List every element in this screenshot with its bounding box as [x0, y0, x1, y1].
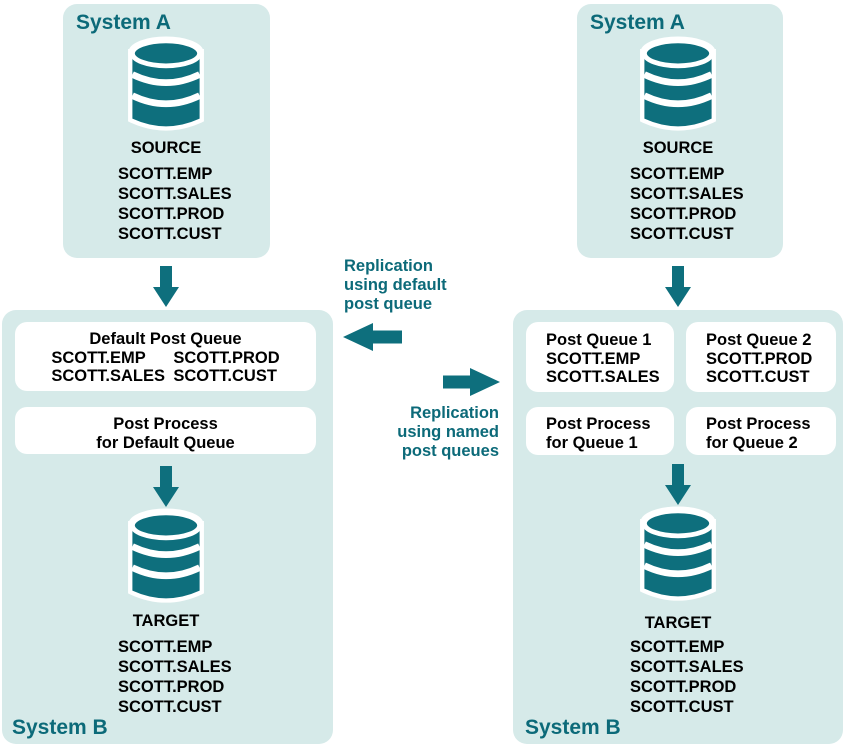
system-b-left-title: System B: [12, 716, 108, 739]
right-arrow-icon: [443, 368, 500, 396]
table-list-item: SCOTT.CUST: [118, 698, 222, 716]
down-arrow-icon: [153, 466, 179, 507]
table-list-item: SCOTT.PROD: [118, 678, 225, 696]
post-process-line: Post Process: [706, 415, 811, 433]
default-post-queue-title: Default Post Queue: [89, 330, 242, 348]
table-list-item: SCOTT.CUST: [630, 225, 734, 243]
table-list-item: SCOTT.EMP: [118, 638, 213, 656]
target-label: TARGET: [644, 614, 712, 632]
table-list-item: SCOTT.SALES: [118, 658, 232, 676]
table-list-item: SCOTT.CUST: [173, 367, 277, 385]
source-table-list: SCOTT.EMP SCOTT.SALES SCOTT.PROD SCOTT.C…: [630, 164, 744, 244]
left-arrow-icon: [343, 323, 402, 351]
target-table-list: SCOTT.EMP SCOTT.SALES SCOTT.PROD SCOTT.C…: [118, 637, 232, 717]
down-arrow-icon: [153, 266, 179, 307]
source-database-icon: [128, 36, 204, 131]
target-database-icon: [128, 508, 204, 603]
post-process-queue-2-box: Post Process for Queue 2: [686, 407, 836, 455]
table-list-item: SCOTT.EMP: [630, 638, 725, 656]
target-database-icon: [640, 506, 716, 601]
label-line: post queue: [344, 295, 433, 313]
label-line: using default: [344, 276, 447, 294]
post-process-line: for Default Queue: [96, 433, 235, 452]
table-list-item: SCOTT.CUST: [706, 368, 810, 386]
down-arrow-icon: [665, 464, 691, 505]
replication-named-label: Replication using named post queues: [337, 404, 499, 461]
source-label: SOURCE: [642, 139, 714, 157]
system-a-right-panel: System A SOURCE SCOTT.EMP SCOTT.SALES SC…: [577, 4, 783, 258]
table-list-item: SCOTT.SALES: [630, 185, 744, 203]
default-post-queue-box: Default Post Queue SCOTT.EMP SCOTT.PROD …: [15, 322, 316, 391]
system-a-right-title: System A: [590, 11, 685, 34]
system-b-left-panel: Default Post Queue SCOTT.EMP SCOTT.PROD …: [2, 310, 333, 744]
system-a-left-panel: System A SOURCE SCOTT.EMP SCOTT.SALES SC…: [63, 4, 270, 258]
table-list-item: SCOTT.CUST: [630, 698, 734, 716]
table-list-item: SCOTT.EMP: [118, 165, 213, 183]
post-queue-1-box: Post Queue 1 SCOTT.EMP SCOTT.SALES: [526, 322, 674, 392]
replication-default-label: Replication using default post queue: [344, 257, 447, 314]
target-label: TARGET: [132, 612, 200, 630]
table-list-item: SCOTT.PROD: [118, 205, 225, 223]
default-post-process-box: Post Process for Default Queue: [15, 407, 316, 454]
system-a-left-title: System A: [76, 11, 171, 34]
post-process-line: Post Process: [546, 415, 651, 433]
label-line: using named: [397, 423, 499, 441]
source-label: SOURCE: [130, 139, 202, 157]
post-queue-2-title: Post Queue 2: [706, 331, 812, 349]
source-table-list: SCOTT.EMP SCOTT.SALES SCOTT.PROD SCOTT.C…: [118, 164, 232, 244]
table-list-item: SCOTT.SALES: [630, 658, 744, 676]
table-list-item: SCOTT.PROD: [630, 205, 737, 223]
table-list-item: SCOTT.CUST: [118, 225, 222, 243]
label-line: Replication: [410, 404, 499, 422]
post-process-line: for Queue 1: [546, 433, 638, 452]
table-list-item: SCOTT.PROD: [630, 678, 737, 696]
table-list-item: SCOTT.PROD: [706, 349, 813, 368]
label-line: Replication: [344, 257, 433, 275]
table-list-item: SCOTT.PROD: [173, 348, 280, 367]
table-list-item: SCOTT.SALES: [118, 185, 232, 203]
table-list-item: SCOTT.EMP: [546, 349, 641, 368]
post-queue-1-title: Post Queue 1: [546, 331, 652, 349]
label-line: post queues: [401, 442, 499, 460]
system-b-right-title: System B: [525, 716, 621, 739]
table-list-item: SCOTT.SALES: [546, 368, 660, 386]
target-table-list: SCOTT.EMP SCOTT.SALES SCOTT.PROD SCOTT.C…: [630, 637, 744, 717]
source-database-icon: [640, 36, 716, 131]
default-post-queue-tables: SCOTT.EMP SCOTT.PROD SCOTT.SALES SCOTT.C…: [15, 349, 316, 386]
down-arrow-icon: [665, 266, 691, 307]
table-list-item: SCOTT.EMP: [630, 165, 725, 183]
post-process-line: for Queue 2: [706, 433, 798, 452]
post-queue-2-box: Post Queue 2 SCOTT.PROD SCOTT.CUST: [686, 322, 836, 392]
table-list-item: SCOTT.SALES: [51, 367, 166, 385]
post-process-queue-1-box: Post Process for Queue 1: [526, 407, 674, 455]
post-process-line: Post Process: [113, 415, 218, 433]
system-b-right-panel: Post Queue 1 SCOTT.EMP SCOTT.SALES Post …: [513, 310, 843, 744]
table-list-item: SCOTT.EMP: [51, 348, 146, 367]
